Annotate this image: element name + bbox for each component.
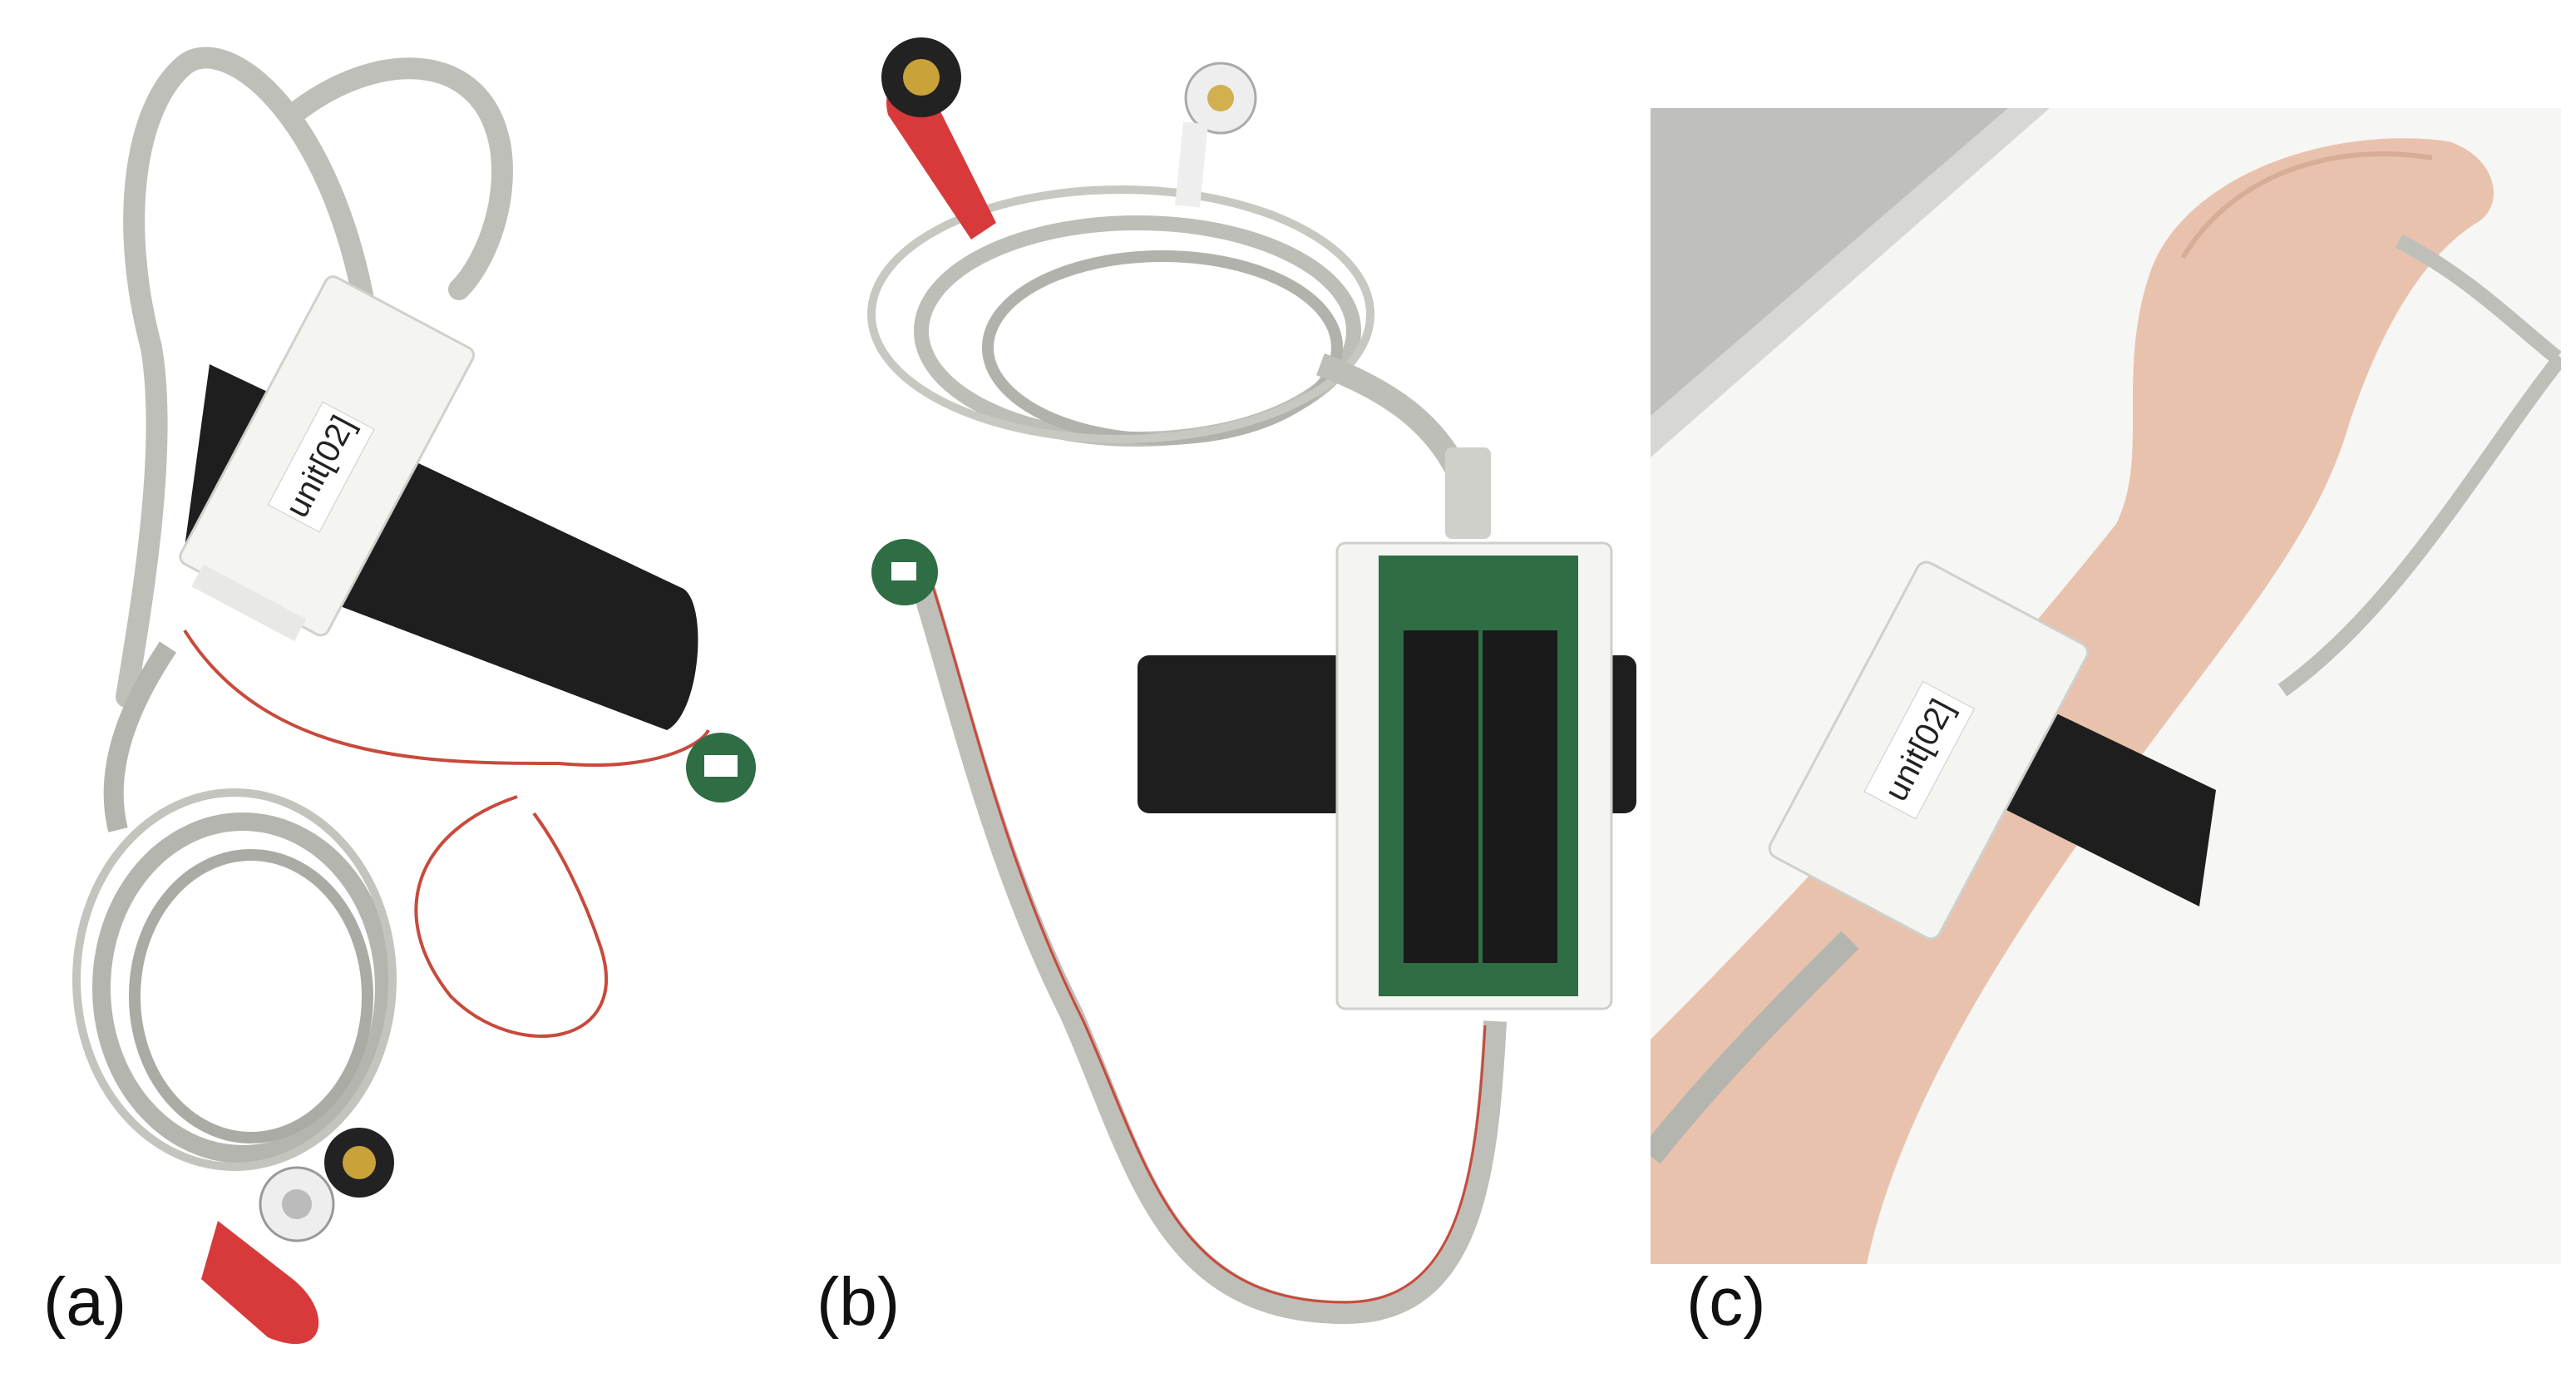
- panel-caption-b: (b): [817, 1264, 901, 1340]
- photo-panel-a: unit[02]: [18, 15, 783, 1356]
- photo-panel-c: unit[02]: [1651, 108, 2561, 1264]
- red-electrode: [886, 81, 996, 240]
- battery-slot-left: [1404, 630, 1478, 963]
- sensor-unit-photo: unit[02]: [72, 47, 756, 1345]
- cable-coil: [92, 812, 393, 1163]
- red-electrode: [201, 1221, 319, 1345]
- wrist-worn-unit-photo: unit[02]: [1651, 108, 2561, 1264]
- cable-connector: [1445, 447, 1491, 539]
- sensor-housing: unit[02]: [1768, 561, 2090, 941]
- battery-slot-right: [1483, 630, 1557, 963]
- forearm: [1651, 138, 2494, 1264]
- open-sensor-unit-photo: [867, 37, 1636, 1325]
- ribbon-cable: [901, 551, 1507, 1325]
- sensor-housing: unit[02]: [179, 275, 475, 641]
- panel-caption-c: (c): [1686, 1264, 1766, 1340]
- photo-panel-b: [805, 15, 1653, 1356]
- ribbon-cable: [2395, 234, 2561, 364]
- panel-caption-a: (a): [43, 1264, 127, 1340]
